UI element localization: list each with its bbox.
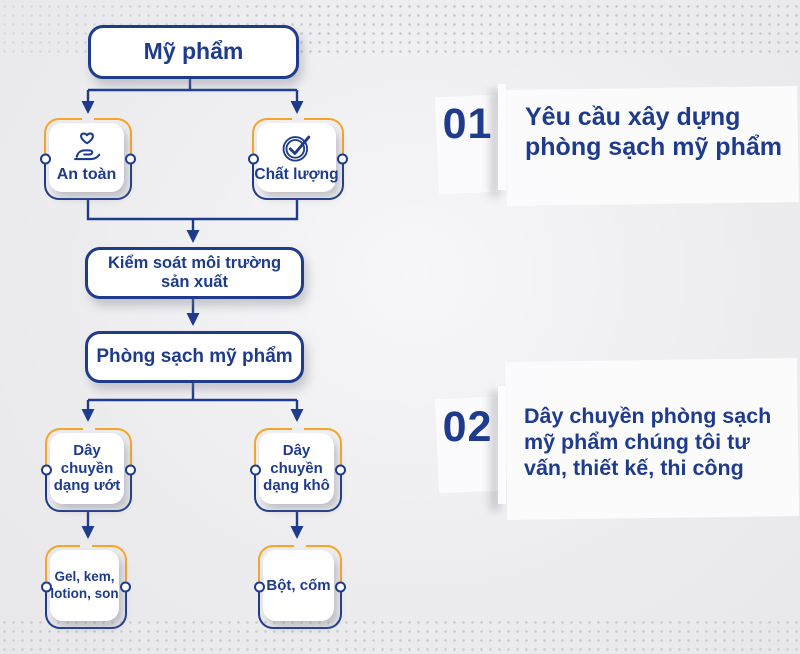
node-my-pham: Mỹ phẩm [88,25,299,79]
section-number: 01 [442,100,493,148]
connector-dot [337,153,348,165]
node-label-line: Dây [73,441,101,459]
section-title: Yêu cầu xây dựng phòng sạch mỹ phẩm [525,102,800,162]
section-title-line: phòng sạch mỹ phẩm [525,133,782,161]
frame-top-orange [45,545,127,589]
node-label-line: Phòng sạch mỹ phẩm [96,345,293,367]
section-title-line: Dây chuyền phòng sạch [524,404,772,428]
node-day-chuyen-uot: Dây chuyền dạng ướt [41,428,136,512]
section-title: Dây chuyền phòng sạch mỹ phẩm chúng tôi … [524,404,794,481]
connector-dot [40,153,51,165]
node-label-line: sản xuất [161,273,228,291]
section-title-line: vấn, thiết kế, thi công [524,455,744,480]
connector-dot [248,153,259,165]
node-kiem-soat: Kiểm soát môi trường sản xuất [85,247,304,299]
frame-top-orange [258,545,342,589]
node-label-line: Kiểm soát môi trường [107,253,282,272]
node-chat-luong: Chất lượng [248,118,348,200]
node-label-line: dạng khô [263,477,330,495]
node-label: An toàn [56,165,117,183]
node-label-line: Gel, kem, [54,568,115,584]
connector-dot [41,464,52,476]
check-circle-icon [282,135,310,162]
connector-dot [125,464,136,476]
connector-dot [254,581,265,593]
heart-in-hand-icon [73,132,100,160]
connector-dot [335,464,346,476]
connector-dot [125,153,136,165]
frame-top-orange [252,118,344,161]
frame-top-orange [44,118,132,161]
node-day-chuyen-kho: Dây chuyền dạng khô [250,428,346,512]
node-label: Chất lượng [254,165,339,183]
section-01-ribbon [498,84,506,190]
frame-top-orange [45,428,132,472]
connector-dot [41,581,52,593]
node-label-line: Dây [282,441,311,459]
section-title-line: Yêu cầu xây dựng [525,103,741,131]
frame-bottom-blue [45,468,132,512]
frame-bottom-blue [252,157,344,200]
section-title-line: mỹ phẩm chúng tôi tư [524,429,750,454]
node-label-line: chuyền [60,459,114,477]
node-bot-com: Bột, cốm [254,545,346,629]
connector-dot [250,464,261,476]
node-gel-kem: Gel, kem, lotion, son [41,545,131,629]
node-label-line: chuyền [270,459,323,477]
section-number: 02 [442,403,493,451]
node-label-line: Bột, cốm [266,577,331,594]
node-an-toan: An toàn [40,118,136,200]
frame-bottom-blue [44,157,132,200]
frame-bottom-blue [254,468,342,512]
node-label: Mỹ phẩm [143,38,244,65]
node-label-line: dạng ướt [53,477,121,495]
connector-dot [335,581,346,593]
connector-dot [120,581,131,593]
section-02-ribbon [498,386,506,504]
frame-top-orange [254,428,342,472]
node-phong-sach: Phòng sạch mỹ phẩm [85,331,304,383]
node-label-line: lotion, son [50,585,119,601]
